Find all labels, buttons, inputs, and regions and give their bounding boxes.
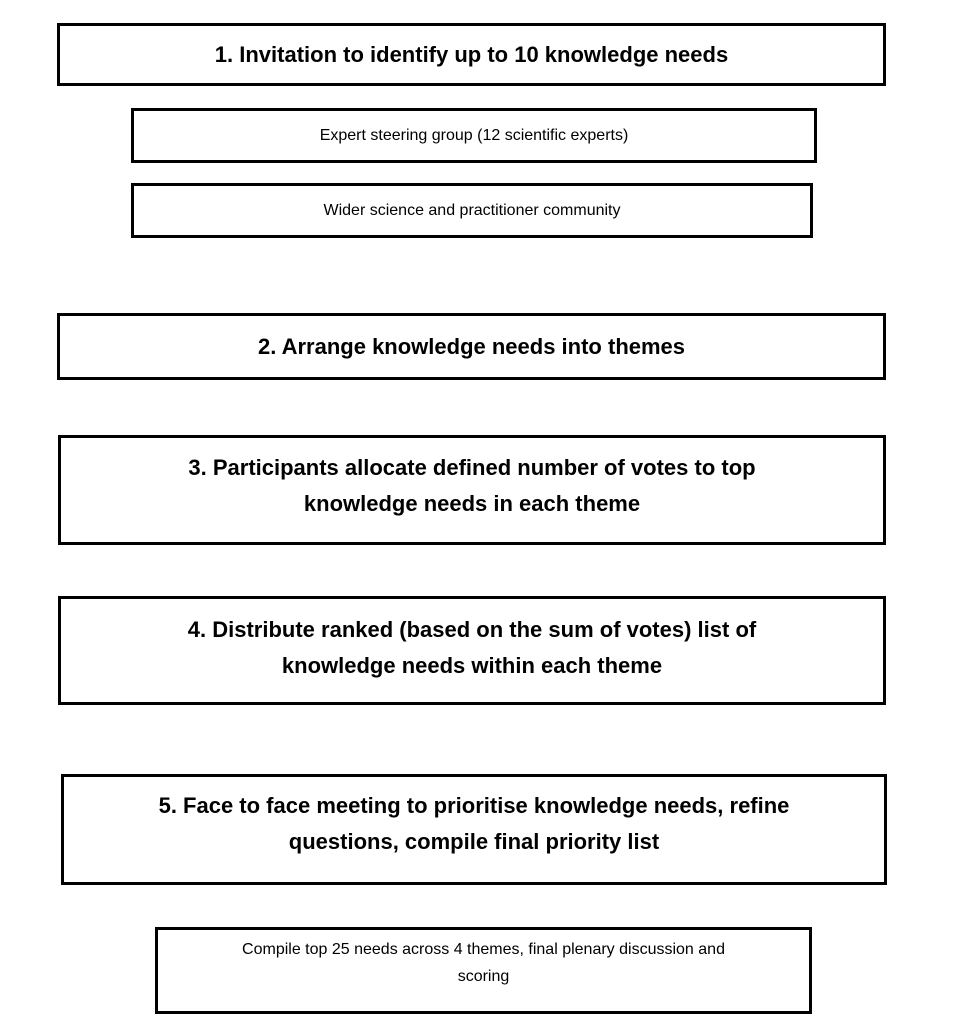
flow-substep-expert-steering-group-label: Expert steering group (12 scientific exp…	[319, 127, 629, 144]
flow-step-3-box: 3. Participants allocate defined number …	[58, 435, 886, 545]
flow-step-2-label: 2. Arrange knowledge needs into themes	[257, 333, 686, 359]
flow-step-4-label-line-1: 4. Distribute ranked (based on the sum o…	[187, 617, 757, 642]
flow-step-4-box: 4. Distribute ranked (based on the sum o…	[58, 596, 886, 705]
flow-step-5-label-line-2: questions, compile final priority list	[288, 829, 660, 854]
flow-substep-wider-community-label: Wider science and practitioner community	[323, 202, 621, 219]
flow-step-3-label-line-1: 3. Participants allocate defined number …	[188, 455, 756, 480]
flow-step-5-box: 5. Face to face meeting to prioritise kn…	[61, 774, 887, 885]
flow-step-2-box: 2. Arrange knowledge needs into themes	[57, 313, 886, 380]
flow-step-5-label-line-1: 5. Face to face meeting to prioritise kn…	[158, 793, 790, 818]
flow-substep-compile-top-25-box: Compile top 25 needs across 4 themes, fi…	[155, 927, 812, 1014]
flow-substep-compile-top-25-label-line-2: scoring	[457, 968, 510, 985]
flow-substep-compile-top-25-label-line-1: Compile top 25 needs across 4 themes, fi…	[242, 941, 725, 958]
flow-substep-wider-community-box: Wider science and practitioner community	[131, 183, 813, 238]
flow-substep-expert-steering-group-box: Expert steering group (12 scientific exp…	[131, 108, 817, 163]
flow-step-1-label: 1. Invitation to identify up to 10 knowl…	[214, 41, 729, 67]
flow-step-1-box: 1. Invitation to identify up to 10 knowl…	[57, 23, 886, 86]
flow-step-4-label-line-2: knowledge needs within each theme	[281, 653, 663, 678]
flow-step-3-label-line-2: knowledge needs in each theme	[303, 491, 641, 516]
